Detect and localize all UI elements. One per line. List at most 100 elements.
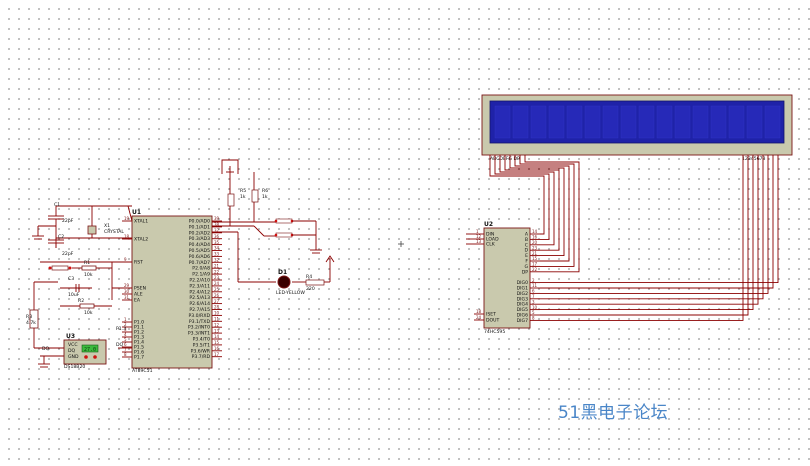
u1-pin-label: P3.1/TXD xyxy=(189,319,211,325)
u1-pin-number: 26 xyxy=(214,293,220,298)
u1-pin-number: 34 xyxy=(214,246,220,251)
segment-bus-wire xyxy=(514,155,570,262)
u2-right-pins: A14B16C20D23E21F15G17DP22DIG02DIG111DIG2… xyxy=(517,229,540,324)
digit-bus-wire xyxy=(540,155,769,294)
u1-body xyxy=(131,215,213,369)
reset-network xyxy=(33,261,132,310)
u2-pin-number: 15 xyxy=(532,256,538,261)
crystal-network xyxy=(32,205,133,248)
u1-pin-number: 7 xyxy=(124,347,127,352)
u3-ref: U3 xyxy=(66,333,75,340)
r6-ref: R6 xyxy=(262,188,268,194)
u2-ref: U2 xyxy=(484,221,493,228)
u1-pin-number: 8 xyxy=(124,352,127,357)
u1-pin-number: 19 xyxy=(124,216,130,221)
u1-pin-label: P0.7/AD7 xyxy=(189,260,210,266)
u1-pin-label: P3.3/INT1 xyxy=(188,331,210,337)
u2-body xyxy=(483,227,531,329)
u2-pin-number: 11 xyxy=(532,283,538,288)
digit-bus-wire xyxy=(540,155,744,321)
lcd-character-cell xyxy=(530,105,547,139)
u1-pin-label: P0.4/AD4 xyxy=(189,242,210,248)
c1-value: 22pF xyxy=(62,218,74,224)
u1-pin-label: P3.2/INT0 xyxy=(188,325,210,331)
u2-pin-label: CLK xyxy=(486,242,496,248)
u1-pin-number: 28 xyxy=(214,305,220,310)
u1-pin-number: 5 xyxy=(124,337,127,342)
c3-ref: C3 xyxy=(68,276,74,282)
u2-pin-label: F xyxy=(525,259,528,265)
lcd-character-cell xyxy=(602,105,619,139)
c1-ref: C1 xyxy=(54,202,60,208)
u1-pin-label: P2.0/A8 xyxy=(192,266,210,272)
u2-pin-label: DIG1 xyxy=(517,286,528,292)
segment-bus-wire xyxy=(494,155,550,240)
u1-pin-label: P3.6/WR xyxy=(191,348,211,354)
u1-pin-label: P1.4 xyxy=(134,340,144,346)
lcd-character-cell xyxy=(494,105,511,139)
u1-pin-number: 1 xyxy=(124,317,127,322)
r1-value: 10k xyxy=(84,272,93,278)
u3-display-value: 27.0 xyxy=(84,347,96,353)
u1-pin-number: 12 xyxy=(214,322,220,327)
d1-ref: D1 xyxy=(278,269,287,276)
r2-value: 10k xyxy=(84,310,93,316)
u2-pin-label: DIG5 xyxy=(517,307,528,313)
switch-led-wiring xyxy=(212,159,335,286)
digit-bus-wire xyxy=(540,155,759,305)
segment-bus-wire xyxy=(489,155,545,235)
u3-display xyxy=(81,344,99,353)
r5-ref: R5 xyxy=(240,188,246,194)
segment-bus-wire xyxy=(524,155,580,273)
u1-pin-number: 10 xyxy=(214,311,220,316)
u1-pin-number: 27 xyxy=(214,299,220,304)
u1-pin-label: P1.1 xyxy=(134,325,144,331)
u1-pin-label: XTAL1 xyxy=(134,219,148,225)
u2-pin-number: 1 xyxy=(476,229,479,234)
r3-ref: R3 xyxy=(26,314,32,320)
u1-pin-number: 33 xyxy=(214,252,220,257)
u1-pin-number: 31 xyxy=(124,295,130,300)
lcd-character-cell xyxy=(548,105,565,139)
u3-pin-gnd: GND xyxy=(68,354,79,360)
u1-pin-label: P1.2 xyxy=(134,330,144,336)
lcd-character-cell xyxy=(638,105,655,139)
u1-pin-number: 6 xyxy=(124,342,127,347)
u1-left-pins: XTAL119XTAL218RST9PSEN29ALE30EA31P1.01P1… xyxy=(122,216,148,361)
u2-pin-label: DP xyxy=(522,269,529,275)
u1-pin-number: 13 xyxy=(214,328,220,333)
u1-part: AT89C51 xyxy=(132,368,153,374)
u3-button-down xyxy=(84,355,88,359)
crystal-ref: X1 xyxy=(104,223,110,229)
u1-pin-label: P2.6/A14 xyxy=(189,301,210,307)
u2-pin-label: E xyxy=(525,253,528,259)
u1-pin-number: 4 xyxy=(124,332,127,337)
u3-part: DS18B20 xyxy=(64,364,85,370)
u2-pin-number: 13 xyxy=(476,239,482,244)
u1-pin-label: P1.7 xyxy=(134,355,144,361)
u1-pin-label: P0.5/AD5 xyxy=(189,248,210,254)
u1-pin-label: EA xyxy=(134,298,141,304)
u1-pin-label: XTAL2 xyxy=(134,237,148,243)
digit-bus-wire xyxy=(540,155,779,284)
u1-pin-number: 24 xyxy=(214,281,220,286)
u1-pin-label: P2.4/A12 xyxy=(189,289,210,295)
lcd-character-cell xyxy=(728,105,745,139)
net-dq-right: DQ xyxy=(116,342,124,348)
u1-ref: U1 xyxy=(132,209,141,216)
u2-pin-label: B xyxy=(525,237,528,243)
u1-pin-label: ALE xyxy=(134,292,143,298)
u2-pin-number: 22 xyxy=(532,267,538,272)
u1-pin-number: 15 xyxy=(214,340,220,345)
u2-pin-number: 3 xyxy=(532,299,535,304)
u1-pin-label: P3.7/RD xyxy=(192,354,211,360)
lcd-character-cell xyxy=(620,105,637,139)
net-p13: P1.3 xyxy=(116,326,126,332)
u1-pin-label: P0.0/AD0 xyxy=(189,219,210,225)
u2-pin-label: D xyxy=(524,248,528,254)
lcd-character-cell xyxy=(512,105,529,139)
net-dq-left: DQ xyxy=(42,346,50,352)
